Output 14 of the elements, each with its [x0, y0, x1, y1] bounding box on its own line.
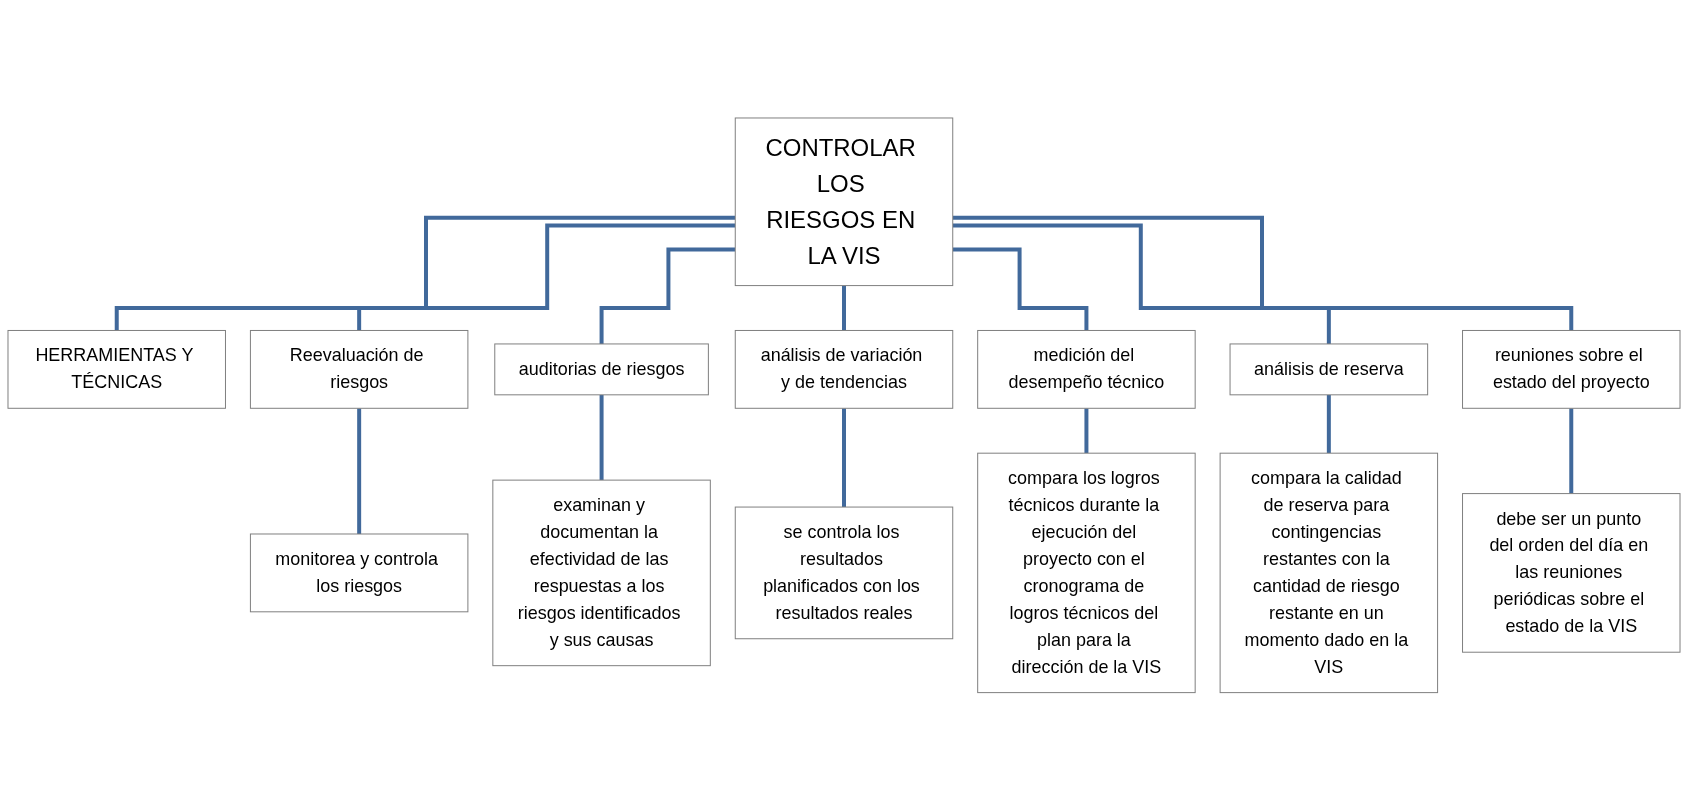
node-box: monitorea y controla los riesgos: [249, 533, 469, 613]
node-box: compara los logros técnicos durante la ejecución del proyecto con el cronograma de logros técnicos del plan para la dirección de la VIS: [977, 452, 1196, 694]
node-box: HERRAMIENTAS Y TÉCNICAS: [7, 330, 226, 409]
node-box: Reevaluación de riesgos: [249, 330, 469, 409]
node-box: análisis de variación y de tendencias: [734, 330, 954, 409]
node-box: medición del desempeño técnico: [977, 330, 1196, 409]
node-box: CONTROLAR LOS RIESGOS EN LA VIS: [734, 117, 954, 287]
node-box: debe ser un punto del orden del día en las reuniones periódicas sobre el estado de la VIS: [1462, 493, 1681, 653]
node-box: reuniones sobre el estado del proyecto: [1462, 330, 1681, 409]
node-box: compara la calidad de reserva para contingencias restantes con la cantidad de riesgo restante en un momento dado en la VIS: [1219, 452, 1439, 694]
node-box: se controla los resultados planificados con los resultados reales: [734, 506, 954, 640]
node-box: examinan y documentan la efectividad de las respuestas a los riesgos identificados y sus causas: [492, 479, 711, 667]
node-box: auditorias de riesgos: [494, 343, 709, 396]
node-box: análisis de reserva: [1229, 343, 1429, 396]
